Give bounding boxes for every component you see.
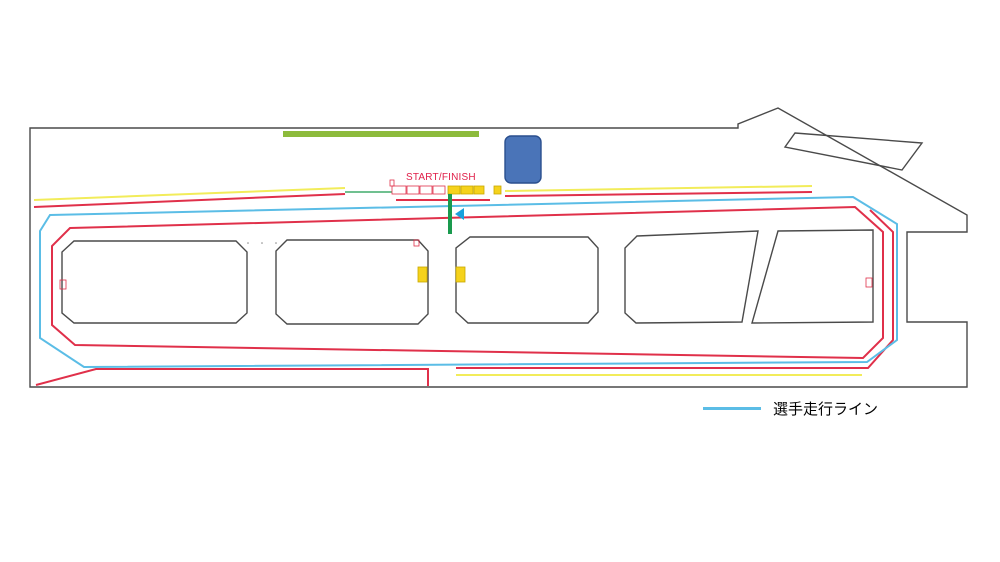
red-course-line: [51, 205, 884, 360]
red-barrier-top-left: [33, 193, 346, 208]
inner-blocks: [61, 229, 874, 325]
marker-left: [59, 279, 67, 290]
block-3: [455, 236, 599, 324]
yellow-line-top-left: [33, 187, 346, 201]
red-barrier-top-right: [504, 191, 813, 197]
building: [504, 135, 542, 184]
red-barrier-bottom-left: [35, 368, 429, 386]
start-finish-label: START/FINISH: [406, 172, 476, 183]
start-tents: [447, 185, 502, 195]
block-4: [624, 230, 759, 324]
block-1: [61, 240, 248, 324]
runner-line: [39, 195, 898, 369]
venue-outline: [29, 107, 968, 388]
marker-right: [865, 277, 873, 288]
block-2: [275, 239, 429, 325]
marker-block2: [413, 239, 420, 247]
grass-strip: [283, 131, 479, 137]
start-gate: [448, 194, 452, 234]
legend: 選手走行ライン: [703, 398, 878, 419]
tent-2: [455, 266, 466, 283]
runner-line-label: 選手走行ライン: [773, 400, 879, 418]
island-outline: [783, 132, 924, 171]
direction-arrow: [455, 208, 464, 220]
red-barrier-bottom-right: [456, 209, 894, 369]
yellow-line-top-right: [504, 185, 813, 192]
runner-line-swatch: [703, 407, 761, 410]
tent-1: [417, 266, 428, 283]
pit-boxes: [345, 179, 446, 195]
block-5: [751, 229, 874, 324]
